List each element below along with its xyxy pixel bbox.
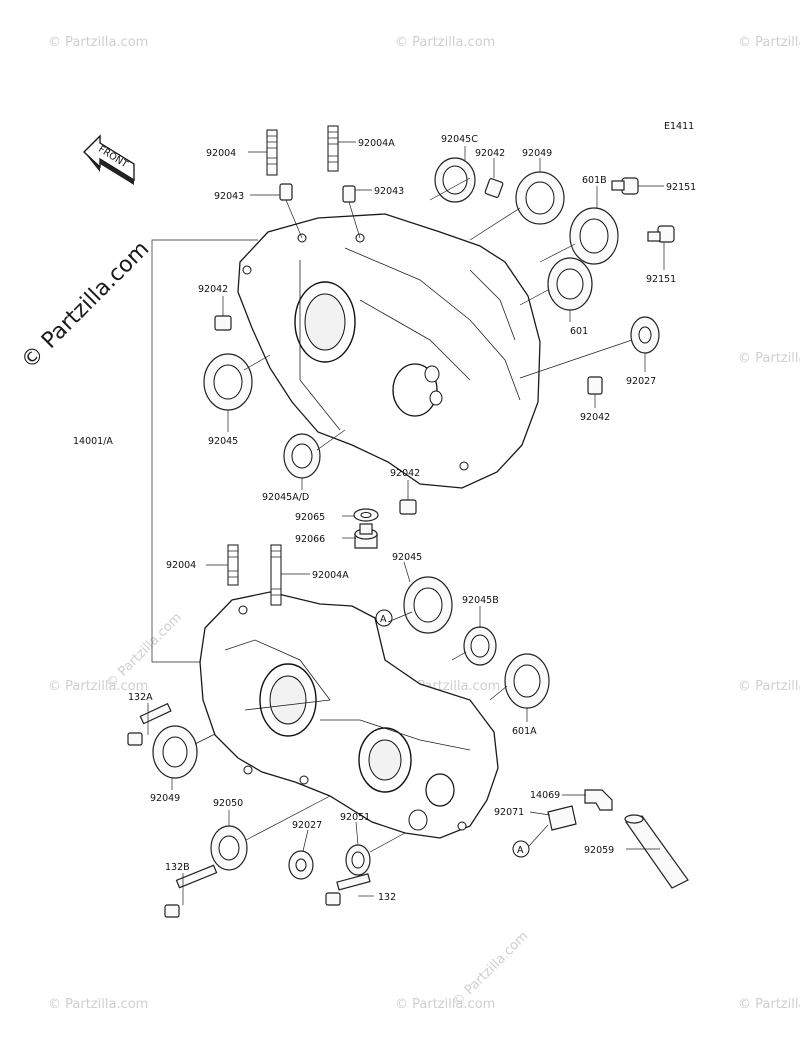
label-92042-top: 92042: [475, 148, 505, 159]
label-92027-low: 92027: [292, 820, 322, 831]
pin-92042-right: [587, 376, 603, 395]
svg-text:A: A: [517, 845, 524, 856]
lower-crankcase-half: [199, 591, 499, 839]
label-92043-right: 92043: [374, 186, 404, 197]
stud-92004a-lower: [270, 544, 282, 606]
bearing-92045-low: [403, 576, 453, 634]
label-92051: 92051: [340, 812, 370, 823]
bearing-601a: [504, 653, 550, 709]
watermark: © Partzilla.com: [395, 35, 495, 50]
fitting-14069: [584, 789, 613, 811]
label-92042-mid: 92042: [390, 468, 420, 479]
washer-92065: [353, 508, 379, 522]
leader-lines: [147, 141, 665, 905]
label-601b: 601B: [582, 175, 607, 186]
reference-a-lower: A: [512, 840, 530, 858]
label-14001a: 14001/A: [73, 436, 113, 447]
washer-92027-top: [630, 316, 660, 354]
bearing-92045c: [434, 157, 476, 203]
diagram-code: E1411: [664, 121, 694, 132]
pin-92042-left: [214, 315, 232, 331]
washer-92027-low: [288, 850, 314, 880]
bearing-601b: [569, 207, 619, 265]
stud-92004-lower: [227, 544, 239, 586]
hose-92059: [624, 814, 689, 889]
label-92065: 92065: [295, 512, 325, 523]
label-92004-top: 92004: [206, 148, 236, 159]
upper-crankcase-half: [237, 213, 541, 489]
label-92045-low: 92045: [392, 552, 422, 563]
watermark: © Partzilla.com: [738, 679, 800, 694]
seal-92050: [210, 825, 248, 871]
label-92151-b: 92151: [646, 274, 676, 285]
pin-92042-mid: [399, 499, 417, 515]
bearing-92045-left: [203, 353, 253, 411]
label-14069: 14069: [530, 790, 560, 801]
label-92045b: 92045B: [462, 595, 499, 606]
label-92049-low: 92049: [150, 793, 180, 804]
watermark: © Partzilla.com: [48, 679, 148, 694]
label-132b: 132B: [165, 862, 190, 873]
label-92004-low: 92004: [166, 560, 196, 571]
seal-92049-low: [152, 725, 198, 779]
watermark: © Partzilla.com: [48, 997, 148, 1012]
dowel-92043-right: [342, 185, 356, 203]
label-92071: 92071: [494, 807, 524, 818]
bearing-92045ad: [283, 433, 321, 479]
watermark: © Partzilla.com: [738, 351, 800, 366]
svg-text:A: A: [380, 614, 387, 625]
label-92151-a: 92151: [666, 182, 696, 193]
label-92045-left: 92045: [208, 436, 238, 447]
label-92042-right: 92042: [580, 412, 610, 423]
label-601a: 601A: [512, 726, 537, 737]
screw-92151-a: [611, 177, 639, 195]
label-92045c: 92045C: [441, 134, 478, 145]
stud-92004-upper: [266, 129, 278, 176]
part-labels: 92004 92004A 92043 92043 92045C 92042 92…: [73, 134, 696, 903]
watermark: © Partzilla.com: [738, 997, 800, 1012]
label-601: 601: [570, 326, 588, 337]
seal-92049-top: [515, 171, 565, 225]
plug-92066: [354, 523, 378, 549]
label-92059: 92059: [584, 845, 614, 856]
seal-92051: [345, 844, 371, 876]
reference-a-upper: A: [375, 609, 393, 627]
label-92066: 92066: [295, 534, 325, 545]
label-92042-left: 92042: [198, 284, 228, 295]
clip-92071: [547, 805, 577, 831]
stud-92004a-upper: [327, 125, 339, 172]
label-92049-top: 92049: [522, 148, 552, 159]
dowel-92043-left: [279, 183, 293, 201]
bolt-132: [325, 873, 371, 906]
bearing-601: [547, 257, 593, 311]
watermark: © Partzilla.com: [48, 35, 148, 50]
front-arrow-icon: FRONT: [83, 134, 135, 185]
assembly-bracket: [151, 239, 258, 663]
label-92045ad: 92045A/D: [262, 492, 309, 503]
watermark: © Partzilla.com: [738, 35, 800, 50]
watermark: © Partzilla.com: [395, 997, 495, 1012]
screw-92151-b: [647, 225, 675, 243]
label-132a: 132A: [128, 692, 153, 703]
label-92050: 92050: [213, 798, 243, 809]
bearing-92045b: [463, 626, 497, 666]
label-92043-left: 92043: [214, 191, 244, 202]
pin-92042-top: [484, 178, 504, 198]
label-132: 132: [378, 892, 396, 903]
label-92004a-low: 92004A: [312, 570, 349, 581]
partzilla-watermark: © Partzilla.com: [17, 237, 155, 375]
label-92027-right: 92027: [626, 376, 656, 387]
label-92004a-top: 92004A: [358, 138, 395, 149]
bolt-132b: [164, 864, 218, 918]
